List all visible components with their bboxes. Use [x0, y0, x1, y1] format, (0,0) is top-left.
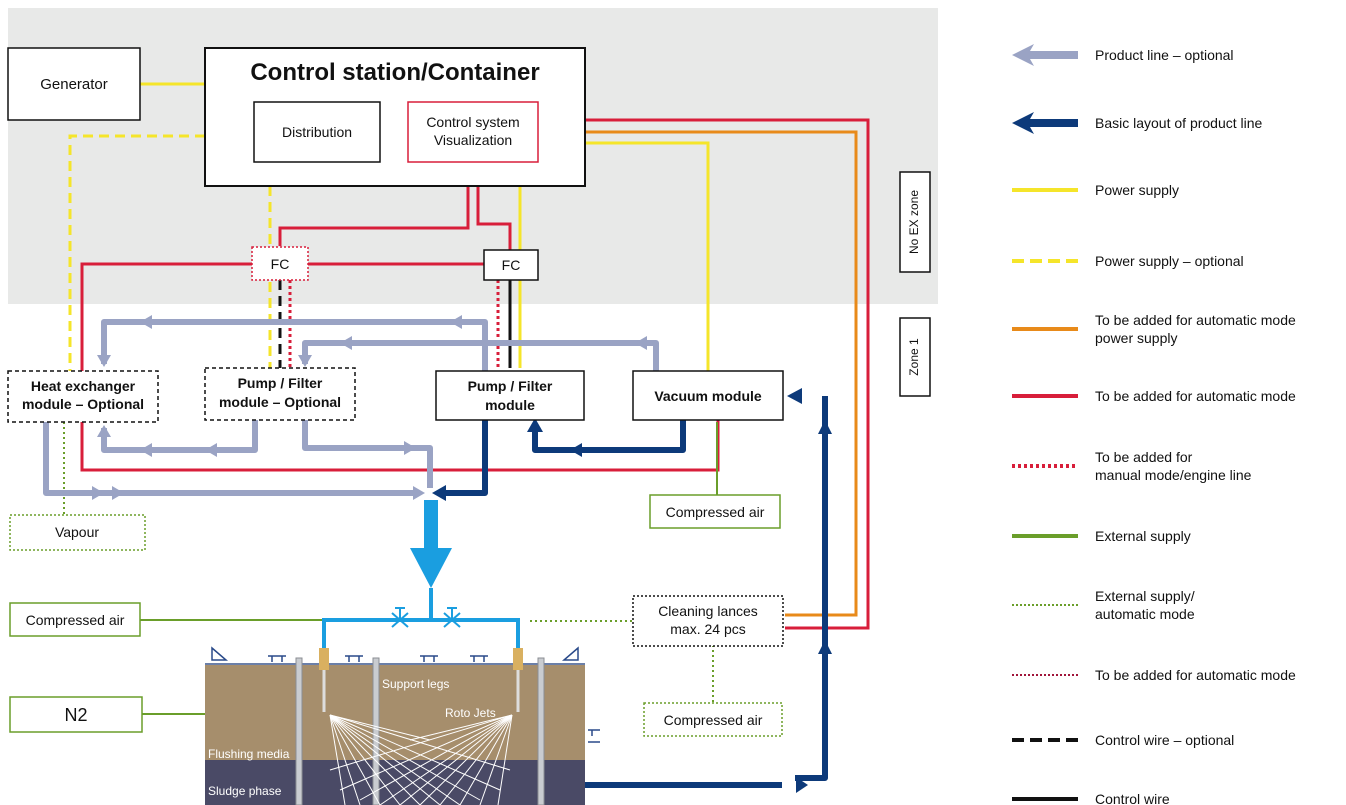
n2-label: N2 — [64, 705, 87, 725]
pump-filter-label-2: module — [485, 397, 535, 413]
legend-label: To be added for automatic mode — [1095, 312, 1296, 328]
heat-exchanger-label-2: module – Optional — [22, 396, 144, 412]
legend-item: Product line – optional — [1012, 44, 1234, 66]
legend-label: To be added for — [1095, 449, 1193, 465]
no-ex-zone-label: No EX zone — [907, 190, 921, 254]
fc-right-label: FC — [502, 257, 521, 273]
n2-box: N2 — [9, 696, 143, 733]
legend-label: Control wire — [1095, 791, 1170, 805]
fc-left-label: FC — [271, 256, 290, 272]
distribution-box: Distribution — [253, 101, 381, 163]
sludge-phase-layer — [205, 760, 585, 805]
pump-filter-label-1: Pump / Filter — [468, 378, 553, 394]
legend-item: Basic layout of product line — [1012, 112, 1263, 134]
vapour-label: Vapour — [55, 524, 99, 540]
legend-item: To be added for automatic mode — [1012, 667, 1296, 683]
fc-left-box: FC — [251, 246, 309, 281]
generator-label: Generator — [40, 76, 108, 93]
heat-exchanger-box: Heat exchanger module – Optional — [7, 370, 159, 423]
cleaning-lances-label-1: Cleaning lances — [658, 603, 758, 619]
control-system-label-1: Control system — [426, 114, 519, 130]
legend-item: Power supply – optional — [1012, 253, 1244, 269]
product-lines-optional — [43, 319, 659, 496]
compressed-air-right-box: Compressed air — [649, 494, 781, 529]
roto-jets-label: Roto Jets — [445, 706, 496, 720]
heat-exchanger-label-1: Heat exchanger — [31, 378, 136, 394]
compressed-air-bottom-box: Compressed air — [643, 702, 783, 737]
compressed-air-left-label: Compressed air — [26, 612, 125, 628]
control-station-label: Control station/Container — [250, 59, 539, 86]
cleaning-lances-label-2: max. 24 pcs — [670, 621, 745, 637]
generator-box: Generator — [7, 47, 141, 121]
vacuum-module-box: Vacuum module — [632, 370, 784, 421]
auto-line-fc-left — [278, 162, 470, 246]
legend-label: Product line – optional — [1095, 47, 1234, 63]
control-system-label-2: Visualization — [434, 132, 512, 148]
compressed-air-left-box: Compressed air — [9, 602, 141, 637]
product-arrows-basic — [432, 388, 832, 793]
legend-item: External supply/automatic mode — [1012, 588, 1195, 622]
pump-filter-optional-box: Pump / Filter module – Optional — [204, 367, 356, 421]
legend-swatch — [1012, 112, 1078, 134]
spray-left — [329, 714, 511, 805]
pump-filter-optional-label-1: Pump / Filter — [238, 375, 323, 391]
legend-item: To be added for manual mode/engine line — [1012, 449, 1252, 483]
legend-label: To be added for automatic mode — [1095, 388, 1296, 404]
flushing-media-label: Flushing media — [208, 747, 290, 761]
legend-label: Control wire – optional — [1095, 732, 1234, 748]
sludge-phase-label: Sludge phase — [208, 784, 282, 798]
legend-label: External supply/ — [1095, 588, 1195, 604]
cleaning-lances-box: Cleaning lances max. 24 pcs — [632, 595, 784, 647]
valve-icons — [391, 607, 461, 628]
zone1-label: Zone 1 — [907, 338, 921, 376]
legend-item: Power supply — [1012, 182, 1179, 198]
compressed-air-right-label: Compressed air — [666, 504, 765, 520]
main-drop-pipe — [322, 500, 520, 648]
legend-label: manual mode/engine line — [1095, 467, 1252, 483]
distribution-label: Distribution — [282, 124, 352, 140]
spray-right — [329, 714, 513, 805]
auto-line-fc-right — [476, 162, 512, 250]
control-system-box: Control system Visualization — [407, 101, 539, 163]
legend-label: Basic layout of product line — [1095, 115, 1263, 131]
power-line-vacuum — [538, 141, 710, 372]
pump-filter-optional-label-2: module – Optional — [219, 394, 341, 410]
tank: Support legs Roto Jets Flushing media Sl… — [205, 646, 600, 805]
vapour-box: Vapour — [9, 514, 146, 551]
pump-filter-box: Pump / Filter module — [435, 370, 585, 421]
control-station-box: Control station/Container Distribution C… — [204, 47, 586, 187]
zone1-tag: Zone 1 — [899, 317, 931, 397]
legend-item: Control wire – optional — [1012, 732, 1234, 748]
legend-label: External supply — [1095, 528, 1191, 544]
legend-swatch — [1012, 44, 1078, 66]
auto-power-line-lances — [538, 130, 858, 617]
compressed-air-bottom-label: Compressed air — [664, 712, 763, 728]
legend-label: To be added for automatic mode — [1095, 667, 1296, 683]
product-arrows-optional — [92, 315, 647, 500]
legend-item: Control wire — [1012, 791, 1170, 805]
no-ex-zone-tag: No EX zone — [899, 171, 931, 273]
fc-right-box: FC — [483, 249, 539, 281]
support-legs-label: Support legs — [382, 677, 449, 691]
legend-label: Power supply – optional — [1095, 253, 1244, 269]
power-line-optional-hx — [68, 134, 205, 372]
legend-item: External supply — [1012, 528, 1191, 544]
legend-item: To be added for automatic mode power supp… — [1012, 312, 1296, 346]
legend-label: power supply — [1095, 330, 1178, 346]
legend-label: Power supply — [1095, 182, 1179, 198]
vacuum-module-label: Vacuum module — [654, 388, 762, 404]
legend-item: To be added for automatic mode — [1012, 388, 1296, 404]
legend-label: automatic mode — [1095, 606, 1195, 622]
